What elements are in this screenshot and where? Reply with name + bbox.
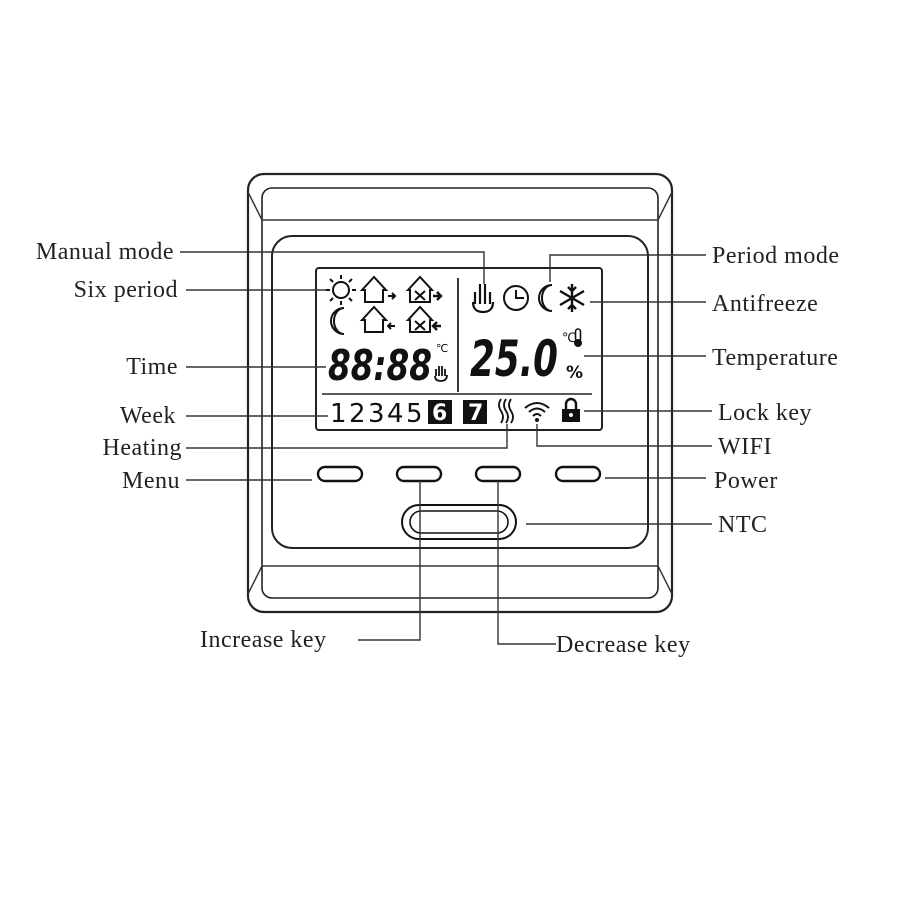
clock-icon (503, 285, 529, 311)
week-day-3: 3 (368, 399, 385, 429)
week-day-7: 7 (468, 401, 483, 426)
label-time: Time (126, 354, 178, 380)
label-power: Power (714, 468, 778, 494)
temperature-celsius-unit: ℃ (562, 331, 577, 346)
week-day-2: 2 (349, 399, 366, 429)
decrease-button[interactable] (474, 465, 522, 483)
face-plate (271, 235, 649, 549)
wifi-icon (524, 402, 550, 422)
label-temperature: Temperature (712, 345, 838, 371)
lock-icon (562, 397, 580, 422)
label-increase-key: Increase key (200, 627, 327, 653)
label-manual-mode: Manual mode (36, 239, 174, 265)
time-display: 88:88 (328, 341, 432, 390)
label-antifreeze: Antifreeze (712, 291, 818, 317)
ntc-sensor (401, 504, 517, 540)
label-week: Week (120, 403, 176, 429)
heating-waves-icon (498, 398, 514, 424)
lcd-screen (315, 267, 603, 431)
week-row: 1 2 3 4 5 6 7 (330, 399, 487, 429)
power-button[interactable] (554, 465, 602, 483)
week-day-6: 6 (432, 401, 447, 426)
moon-icon (330, 307, 345, 335)
time-celsius-unit: ℃ (436, 342, 448, 355)
work-leave-icon (405, 275, 443, 303)
week-day-5: 5 (406, 399, 423, 429)
label-heating: Heating (103, 435, 182, 461)
snowflake-icon (559, 284, 585, 312)
menu-button[interactable] (316, 465, 364, 483)
thermostat-frame (246, 172, 674, 614)
label-decrease-key: Decrease key (556, 632, 691, 658)
week-day-4: 4 (387, 399, 404, 429)
label-ntc: NTC (718, 512, 768, 538)
label-lock-key: Lock key (718, 400, 812, 426)
small-hand-icon (434, 366, 448, 382)
temperature-display: 25.0 (470, 330, 558, 388)
house-leave-icon (359, 275, 397, 303)
period-moon-icon (538, 284, 553, 312)
humidity-percent-unit: % (566, 363, 583, 383)
house-return-icon (359, 305, 395, 333)
label-six-period: Six period (74, 277, 178, 303)
thermometer-icon (574, 328, 582, 347)
leader-lines (180, 251, 712, 645)
increase-button[interactable] (395, 465, 443, 483)
work-return-icon (405, 305, 441, 333)
week-day-1: 1 (330, 399, 347, 429)
label-menu: Menu (122, 468, 180, 494)
sun-icon (326, 275, 356, 305)
hand-icon (471, 284, 495, 314)
label-wifi: WIFI (718, 434, 772, 460)
label-period-mode: Period mode (712, 243, 839, 269)
